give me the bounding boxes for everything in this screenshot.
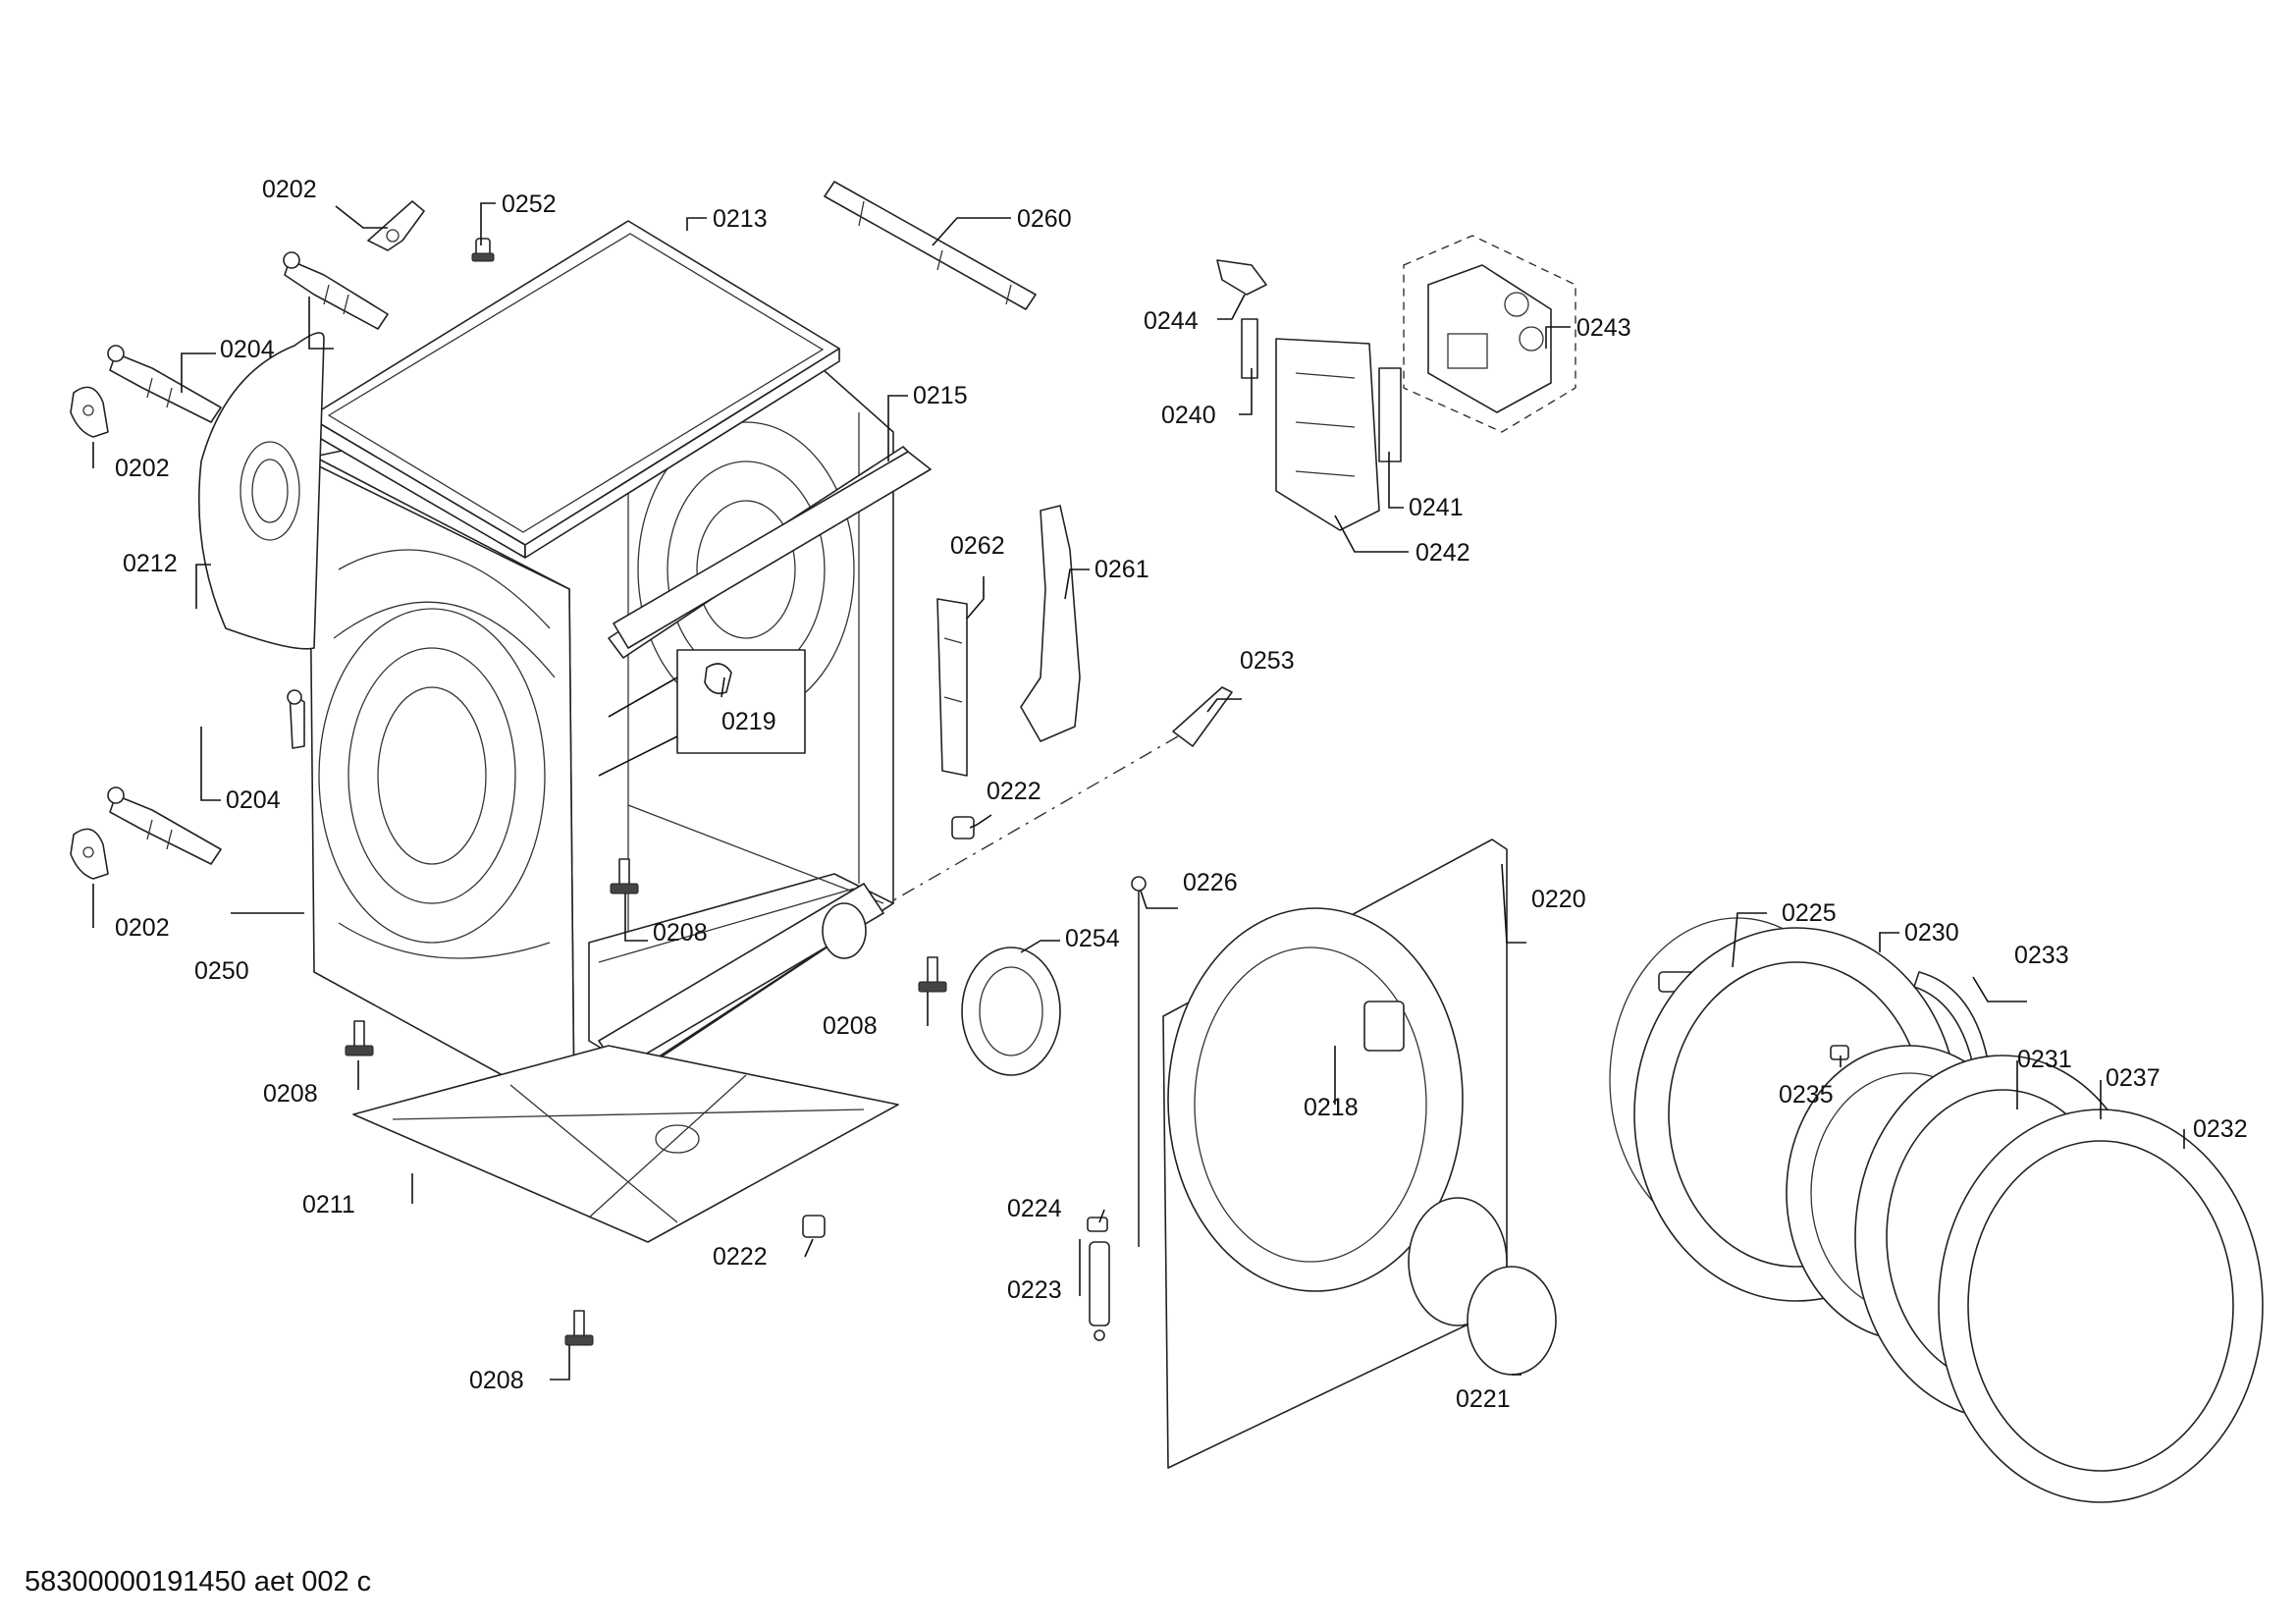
bracket-0262 bbox=[936, 598, 968, 777]
bracket-0253 bbox=[1172, 686, 1233, 747]
label-0242: 0242 bbox=[1415, 539, 1470, 567]
rod-0226 bbox=[1131, 876, 1147, 1247]
label-0262: 0262 bbox=[950, 532, 1005, 560]
clip-0222-a bbox=[951, 816, 975, 839]
label-0226: 0226 bbox=[1183, 869, 1238, 896]
label-0202-top: 0202 bbox=[262, 176, 317, 203]
housing-0242 bbox=[1275, 338, 1380, 531]
switch-0244 bbox=[1216, 259, 1267, 296]
label-0219: 0219 bbox=[721, 708, 776, 735]
module-0243 bbox=[1403, 235, 1576, 433]
label-0230: 0230 bbox=[1904, 919, 1959, 947]
label-0235: 0235 bbox=[1779, 1081, 1834, 1109]
front-panel-0220 bbox=[1162, 839, 1508, 1469]
inset-box-0219 bbox=[598, 649, 806, 777]
label-0223: 0223 bbox=[1007, 1276, 1062, 1304]
label-0224: 0224 bbox=[1007, 1195, 1062, 1222]
shock-absorber-0204-mid bbox=[107, 345, 222, 423]
shock-absorber-0204-low bbox=[287, 689, 305, 749]
label-0222-a: 0222 bbox=[987, 778, 1041, 805]
shock-absorber-0204-top bbox=[283, 251, 389, 330]
label-0208-b: 0208 bbox=[823, 1012, 878, 1040]
label-0204-top: 0204 bbox=[220, 336, 275, 363]
label-0225: 0225 bbox=[1782, 899, 1837, 927]
label-0208-c: 0208 bbox=[263, 1080, 318, 1108]
label-0204-bottom: 0204 bbox=[226, 786, 281, 814]
outer-ring-0232 bbox=[1938, 1109, 2264, 1503]
shock-absorber-0204-bottom bbox=[107, 786, 222, 865]
bracket-0202-top bbox=[367, 200, 425, 251]
pump-housing-0254 bbox=[961, 947, 1061, 1076]
label-0218: 0218 bbox=[1304, 1094, 1359, 1121]
bracket-0202-mid bbox=[70, 386, 109, 438]
label-0212: 0212 bbox=[123, 550, 178, 577]
label-0231: 0231 bbox=[2017, 1046, 2072, 1073]
foot-0208-d bbox=[564, 1310, 594, 1346]
label-0213: 0213 bbox=[713, 205, 768, 233]
label-0208-d: 0208 bbox=[469, 1367, 524, 1394]
label-0208-a: 0208 bbox=[653, 919, 708, 947]
label-0233: 0233 bbox=[2014, 942, 2069, 969]
label-0237: 0237 bbox=[2106, 1064, 2161, 1092]
label-0243: 0243 bbox=[1576, 314, 1631, 342]
foot-0208-c bbox=[345, 1020, 374, 1056]
base-plate-0211 bbox=[352, 1045, 899, 1243]
label-0202-mid: 0202 bbox=[115, 455, 170, 482]
label-0211: 0211 bbox=[302, 1191, 355, 1218]
cover-0221 bbox=[1467, 1266, 1557, 1376]
label-0232: 0232 bbox=[2193, 1115, 2248, 1143]
label-0260: 0260 bbox=[1017, 205, 1072, 233]
bracket-0202-bottom bbox=[70, 828, 109, 880]
label-0202-bottom: 0202 bbox=[115, 914, 170, 942]
label-0254: 0254 bbox=[1065, 925, 1120, 952]
leader-lines bbox=[92, 202, 2185, 1380]
handle-0223 bbox=[1089, 1241, 1110, 1341]
clip-0222-b bbox=[802, 1215, 826, 1238]
side-panel-0212 bbox=[197, 332, 325, 650]
assembly-axis bbox=[887, 735, 1179, 904]
rail-0260 bbox=[824, 181, 1037, 310]
foot-0208-a bbox=[610, 858, 639, 894]
label-0261: 0261 bbox=[1095, 556, 1149, 583]
pin-0235 bbox=[1830, 1045, 1849, 1060]
foot-0208-b bbox=[918, 956, 947, 993]
label-0240: 0240 bbox=[1161, 402, 1216, 429]
document-id: 58300000191450 aet 002 c bbox=[25, 1566, 372, 1597]
label-0215: 0215 bbox=[913, 382, 968, 409]
label-0241: 0241 bbox=[1409, 494, 1464, 521]
label-0220: 0220 bbox=[1531, 886, 1586, 913]
label-0221: 0221 bbox=[1456, 1385, 1511, 1413]
bracket-0261 bbox=[1020, 505, 1081, 742]
rail-0215 bbox=[613, 451, 932, 649]
label-0250: 0250 bbox=[194, 957, 249, 985]
part-labels: 0202 0252 0213 0260 0204 0202 0212 0215 … bbox=[115, 176, 2248, 1413]
label-0244: 0244 bbox=[1144, 307, 1199, 335]
terminal-0241 bbox=[1378, 367, 1402, 462]
top-cover-0213 bbox=[308, 220, 840, 559]
bolt-0252 bbox=[471, 238, 495, 262]
cap-0224 bbox=[1087, 1217, 1108, 1232]
label-0222-b: 0222 bbox=[713, 1243, 768, 1271]
connector-0240 bbox=[1241, 318, 1258, 379]
label-0252: 0252 bbox=[502, 190, 557, 218]
label-0253: 0253 bbox=[1240, 647, 1295, 675]
